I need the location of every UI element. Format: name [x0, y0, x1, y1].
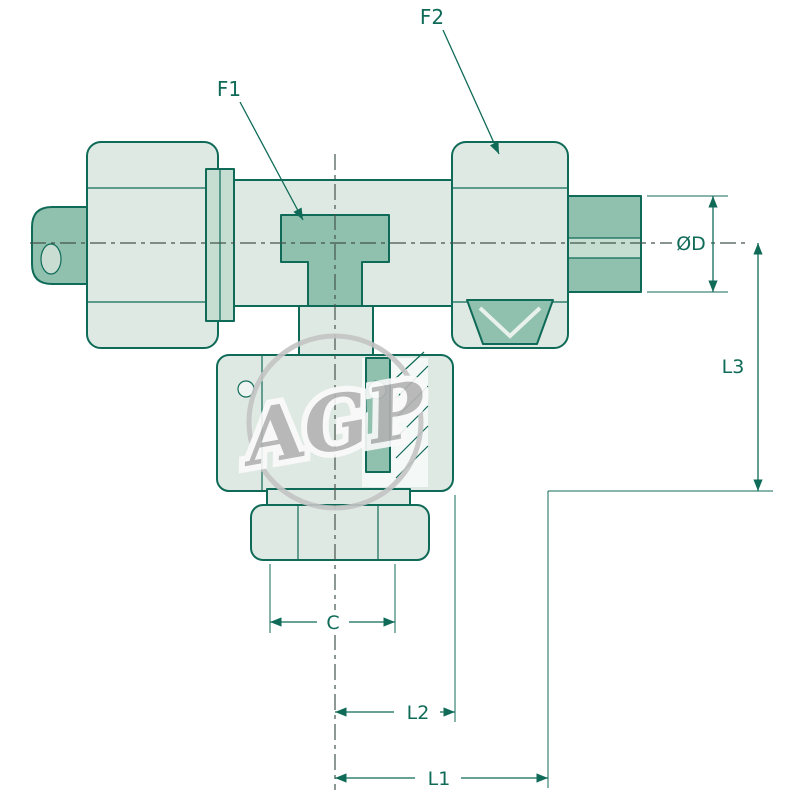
- f2-label: F2: [420, 5, 444, 29]
- l2-label-bg: [394, 700, 440, 725]
- watermark-circle: [246, 333, 424, 511]
- ball-detent: [367, 380, 387, 400]
- dimension-group: F1 F2 ØD L3 C L2 L1: [217, 5, 773, 791]
- l1-label-bg: [415, 766, 461, 791]
- right-pipe-bore: [569, 238, 640, 258]
- od-label: ØD: [676, 233, 706, 255]
- left-pipe-bore: [40, 243, 62, 275]
- l2-label: L2: [407, 702, 430, 724]
- fitting-body-group: [31, 141, 642, 561]
- vertical-stem: [298, 305, 374, 359]
- lower-nut-cutaway: [362, 351, 429, 487]
- l1-label: L1: [428, 768, 451, 790]
- l3-label-bg: [712, 354, 754, 379]
- f1-leader-line: [239, 101, 304, 221]
- c-label-bg: [317, 610, 349, 635]
- od-label-bg: [672, 231, 710, 256]
- c-label: C: [326, 612, 339, 634]
- f1-label: F1: [217, 77, 241, 101]
- f2-leader-line: [442, 29, 500, 155]
- cone-highlight: [478, 306, 542, 339]
- cutting-ring-cone: [466, 299, 554, 345]
- inner-tube: [365, 357, 391, 473]
- l3-label: L3: [722, 356, 745, 378]
- bottom-flange: [250, 504, 430, 561]
- left-nut: [86, 141, 219, 349]
